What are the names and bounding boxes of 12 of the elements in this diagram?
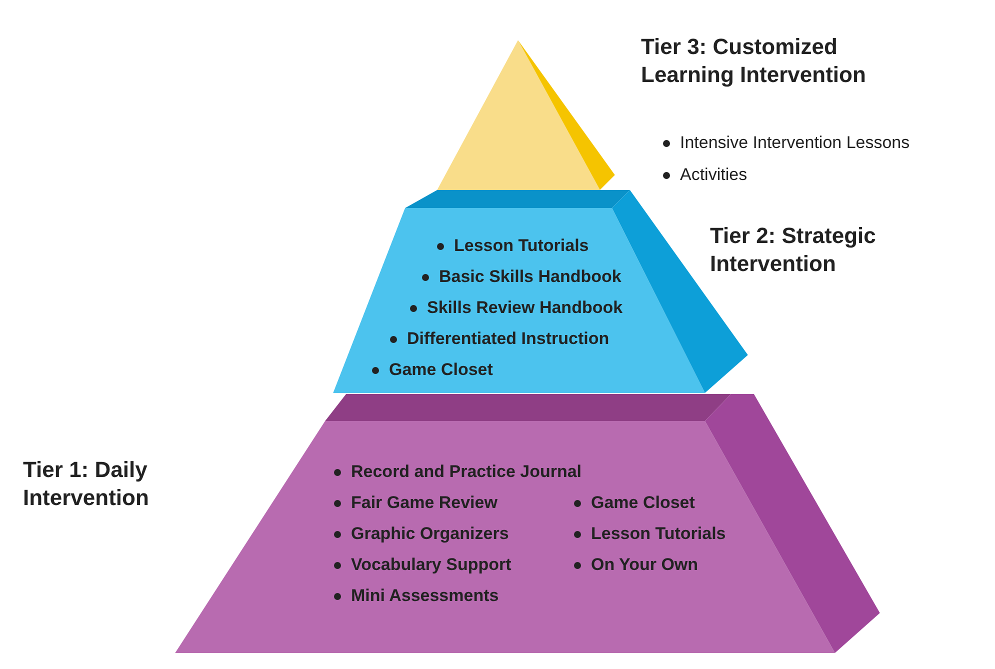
tier-heading: Tier 1: Daily Intervention bbox=[23, 456, 150, 512]
item-text: Vocabulary Support bbox=[351, 555, 512, 574]
tier-heading: Tier 3: Customized Learning Intervention bbox=[641, 33, 867, 89]
item-text: Fair Game Review bbox=[351, 493, 498, 512]
item-text: Activities bbox=[680, 165, 748, 184]
item-text: Game Closet bbox=[591, 493, 695, 512]
item-text: Intensive Intervention Lessons bbox=[680, 133, 910, 152]
item-text: Lesson Tutorials bbox=[591, 524, 726, 543]
item-text: Record and Practice Journal bbox=[351, 462, 582, 481]
item-text: Mini Assessments bbox=[351, 586, 499, 605]
item-text: On Your Own bbox=[591, 555, 698, 574]
item-text: Graphic Organizers bbox=[351, 524, 509, 543]
